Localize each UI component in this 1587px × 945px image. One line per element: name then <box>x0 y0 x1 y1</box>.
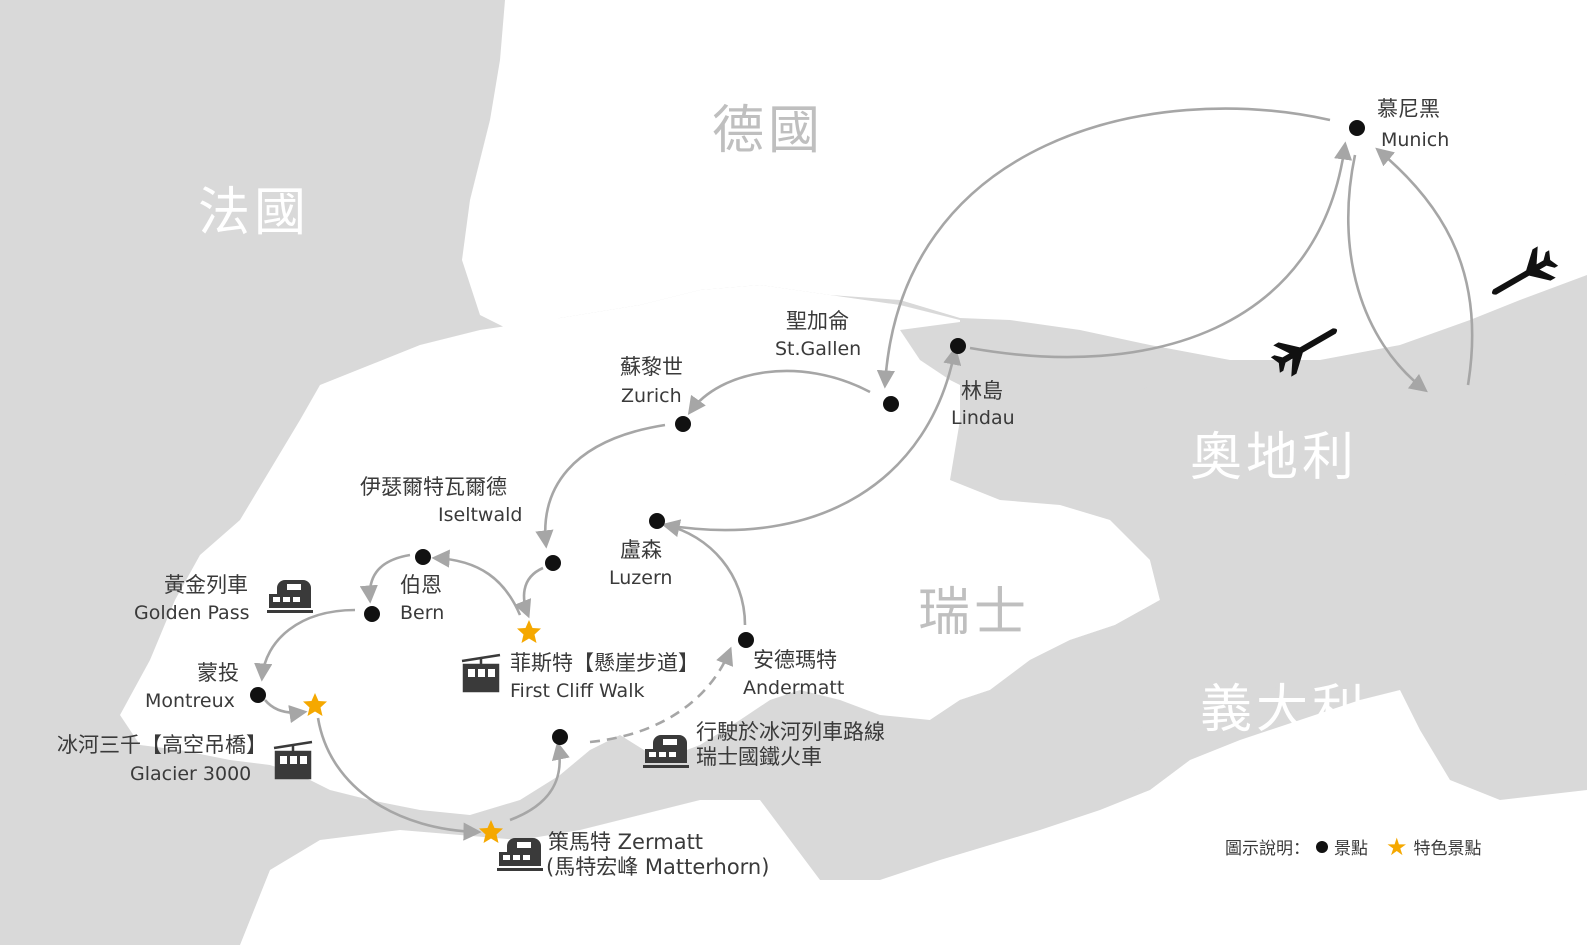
dot-iseltwald <box>545 555 561 571</box>
route-iseltwald-first <box>514 566 544 619</box>
label-montreux-zh: 蒙投 <box>197 661 239 685</box>
label-munich-en: Munich <box>1381 129 1449 151</box>
country-label-austria: 奧地利 <box>1190 428 1358 488</box>
label-andermatt-en: Andermatt <box>743 677 844 699</box>
dot-munich <box>1349 120 1365 136</box>
label-iseltwald-en: Iseltwald <box>438 504 522 526</box>
route-glacier-zermatt <box>316 717 482 841</box>
map-legend: 圖示說明： 景點 ★ 特色景點 <box>1207 818 1525 875</box>
dot-lindau <box>950 338 966 354</box>
label-first-zh: 菲斯特【懸崖步道】 <box>510 651 699 675</box>
dot-montreux <box>250 687 266 703</box>
label-luzern-en: Luzern <box>609 567 672 589</box>
cable-car-icon-first <box>461 653 501 693</box>
label-golden-pass-en: Golden Pass <box>134 602 250 624</box>
dot-golden-pass <box>364 606 380 622</box>
label-glacier-express-line1: 行駛於冰河列車路線 <box>696 720 885 744</box>
label-montreux-en: Montreux <box>145 690 235 712</box>
route-lindau-munich <box>969 141 1353 359</box>
star-glacier <box>303 693 327 716</box>
route-andermatt-luzern <box>661 519 747 626</box>
label-glacier-express-line2: 瑞士國鐵火車 <box>696 745 822 769</box>
route-stgallen-zurich <box>687 369 871 415</box>
route-bern-montreux <box>254 608 356 682</box>
train-icon-zermatt <box>497 838 543 871</box>
label-bern-en: Bern <box>400 602 444 624</box>
dot-luzern <box>649 513 665 529</box>
airplane-icon <box>1491 246 1559 295</box>
label-munich-zh: 慕尼黑 <box>1377 97 1440 121</box>
country-label-france: 法國 <box>198 183 310 243</box>
label-lindau-zh: 林島 <box>961 379 1003 403</box>
germany-region <box>462 0 1587 360</box>
country-label-switzerland: 瑞士 <box>918 583 1030 643</box>
italy-region <box>240 690 1587 945</box>
label-zurich-zh: 蘇黎世 <box>620 355 683 379</box>
label-andermatt-zh: 安德瑪特 <box>753 648 837 672</box>
featured-stars <box>303 620 541 843</box>
label-bern-zh: 伯恩 <box>400 573 442 597</box>
label-glacier-en: Glacier 3000 <box>130 763 251 785</box>
label-golden-pass-zh: 黃金列車 <box>164 573 248 597</box>
label-luzern-zh: 盧森 <box>620 538 662 562</box>
star-first <box>517 620 541 643</box>
switzerland-region <box>120 285 1160 815</box>
dot-andermatt <box>738 632 754 648</box>
label-zermatt-line1: 策馬特 Zermatt <box>548 830 703 854</box>
country-label-italy: 義大利 <box>1200 680 1368 740</box>
route-glacier-express <box>589 646 734 744</box>
dot-bern <box>415 549 431 565</box>
label-glacier-zh: 冰河三千【高空吊橋】 <box>57 733 267 757</box>
airplane-icon <box>1270 328 1338 377</box>
label-first-en: First Cliff Walk <box>510 680 644 702</box>
label-iseltwald-zh: 伊瑟爾特瓦爾德 <box>360 475 507 499</box>
legend-title: 圖示說明： <box>1225 839 1310 859</box>
dot-zurich <box>675 416 691 432</box>
legend-star-icon: ★ <box>1386 832 1408 861</box>
route-zermatt-north <box>509 741 570 822</box>
italy-grey-area <box>930 470 1587 770</box>
label-stgallen-en: St.Gallen <box>775 338 861 360</box>
route-first-bern <box>431 549 522 616</box>
dot-glacier-express <box>552 729 568 745</box>
star-zermatt <box>479 820 503 843</box>
cable-car-icon-glacier <box>273 740 313 780</box>
route-zurich-iseltwald <box>535 423 666 549</box>
route-munich-south <box>1346 154 1428 393</box>
label-lindau-en: Lindau <box>951 407 1015 429</box>
train-icon-glacier-express <box>643 735 689 768</box>
dot-stgallen <box>883 396 899 412</box>
route-luzern-lindau <box>664 346 962 532</box>
legend-featured-label: 特色景點 <box>1413 839 1482 859</box>
route-munich-stgallen <box>876 107 1331 389</box>
legend-dot-icon <box>1316 840 1328 853</box>
label-zurich-en: Zurich <box>621 385 682 407</box>
legend-spot-label: 景點 <box>1334 839 1368 859</box>
route-bern-bern <box>359 553 411 604</box>
route-south-munich <box>1375 147 1474 386</box>
route-montreux-glacier <box>264 699 308 724</box>
country-label-germany: 德國 <box>712 101 824 161</box>
train-icon-golden-pass <box>267 580 313 613</box>
label-zermatt-line2: (馬特宏峰 Matterhorn) <box>546 855 769 879</box>
label-stgallen-zh: 聖加侖 <box>786 309 849 333</box>
